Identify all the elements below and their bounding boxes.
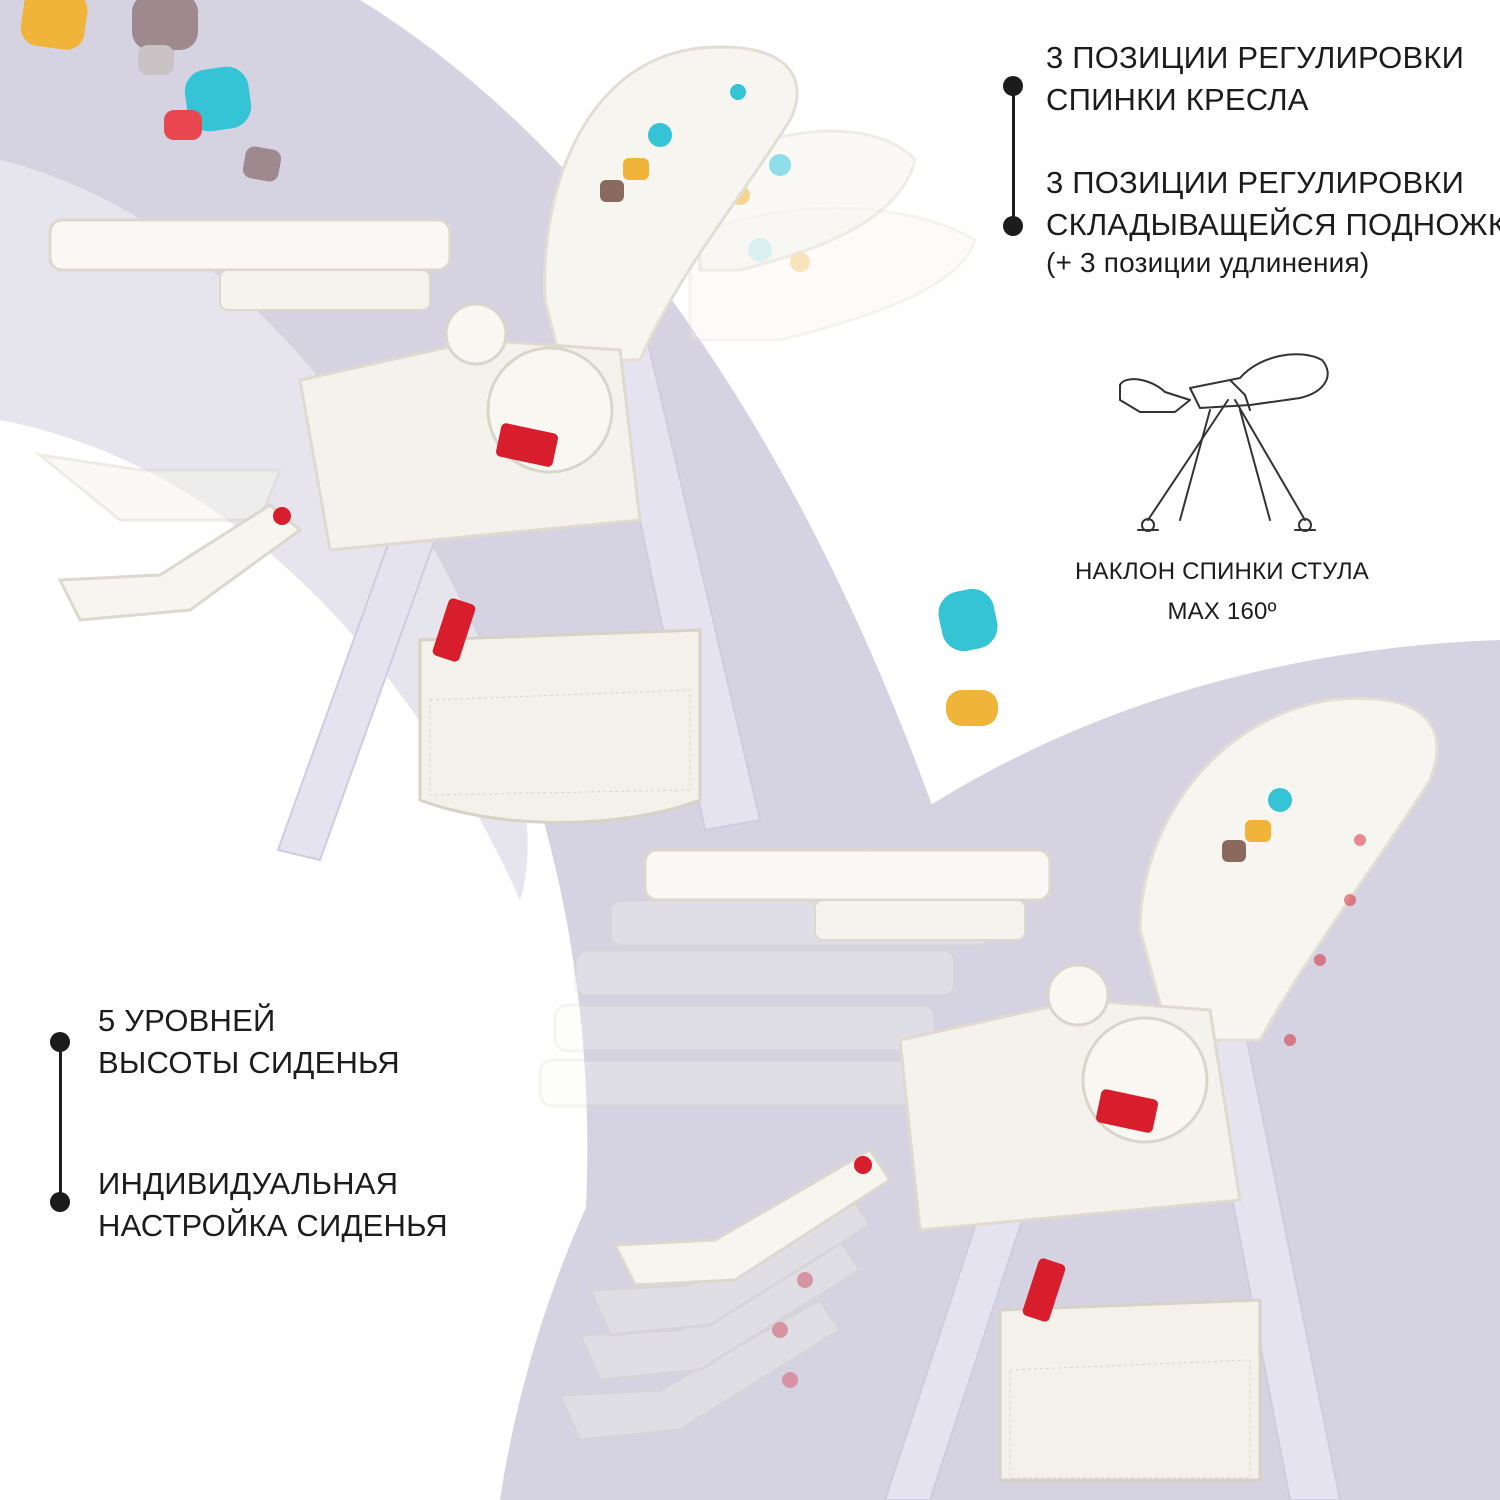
- feature-line: 5 УРОВНЕЙ: [98, 1003, 276, 1038]
- feature-line: НАСТРОЙКА СИДЕНЬЯ: [98, 1208, 448, 1243]
- red-blob: [164, 110, 202, 140]
- grey-blob: [138, 45, 174, 75]
- recline-caption-line2: MAX 160º: [1167, 598, 1277, 625]
- feature-line: 3 ПОЗИЦИИ РЕГУЛИРОВКИ: [1046, 165, 1465, 200]
- mauve-blob-small: [242, 146, 282, 182]
- feature-note: (+ 3 позиции удлинения): [1046, 247, 1370, 278]
- feature-line: СПИНКИ КРЕСЛА: [1046, 82, 1309, 117]
- yellow-blob: [20, 0, 88, 50]
- feature-line: ВЫСОТЫ СИДЕНЬЯ: [98, 1045, 400, 1080]
- recline-caption: НАКЛОН СПИНКИ СТУЛА MAX 160º: [1072, 552, 1372, 632]
- feature-line: ИНДИВИДУАЛЬНАЯ: [98, 1166, 399, 1201]
- feature-line: СКЛАДЫВАЩЕЙСЯ ПОДНОЖКИ: [1046, 207, 1500, 242]
- bullet-dot: [1003, 216, 1023, 236]
- mauve-blob-top: [132, 0, 198, 50]
- feature-connector-line-bottom: [59, 1042, 62, 1202]
- feature-footrest-positions: 3 ПОЗИЦИИ РЕГУЛИРОВКИ СКЛАДЫВАЩЕЙСЯ ПОДН…: [1046, 162, 1500, 280]
- feature-seat-height: 5 УРОВНЕЙ ВЫСОТЫ СИДЕНЬЯ: [98, 1000, 400, 1084]
- feature-backrest-positions: 3 ПОЗИЦИИ РЕГУЛИРОВКИ СПИНКИ КРЕСЛА: [1046, 37, 1464, 121]
- feature-line: 3 ПОЗИЦИИ РЕГУЛИРОВКИ: [1046, 40, 1465, 75]
- folded-high-chair-outline-icon: [1119, 353, 1329, 532]
- bullet-dot: [50, 1032, 70, 1052]
- bullet-dot: [50, 1192, 70, 1212]
- blue-blob-top: [184, 66, 252, 132]
- feature-seat-adjustment: ИНДИВИДУАЛЬНАЯ НАСТРОЙКА СИДЕНЬЯ: [98, 1163, 448, 1247]
- chair-top-illustration: [34, 45, 977, 862]
- recline-caption-line1: НАКЛОН СПИНКИ СТУЛА: [1074, 558, 1369, 585]
- feature-connector-line-top: [1012, 86, 1015, 226]
- bullet-dot: [1003, 76, 1023, 96]
- chair-bottom-illustration: [538, 697, 1439, 1500]
- blue-blob-mid: [938, 588, 998, 652]
- yellow-blob-mid: [946, 690, 998, 726]
